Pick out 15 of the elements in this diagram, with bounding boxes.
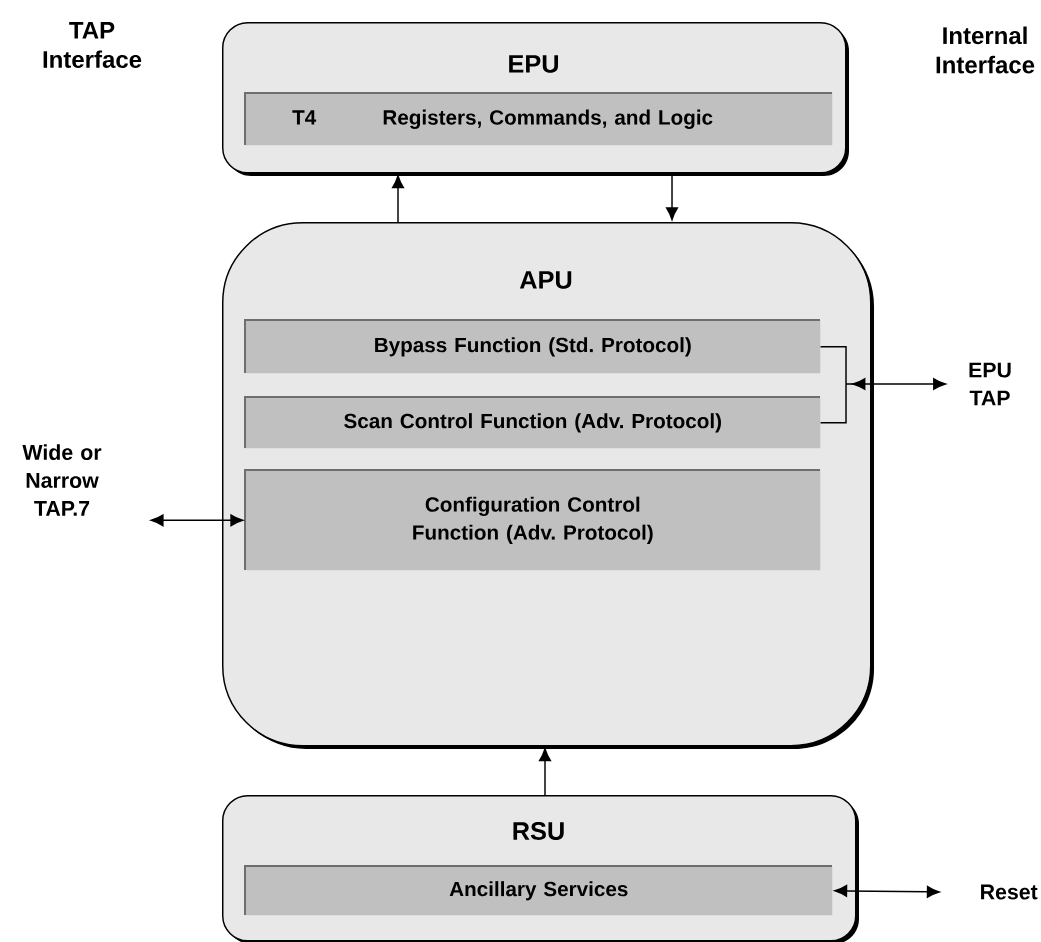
port-label: EPU TAP	[969, 362, 1011, 406]
port-label: Wide or Narrow TAP.7	[22, 444, 102, 516]
arrow	[150, 514, 244, 527]
function-box: Ancillary Services	[244, 865, 833, 916]
arrow	[539, 748, 551, 796]
arrow	[819, 346, 946, 424]
function-box: Scan Control Function (Adv. Protocol)	[244, 396, 821, 449]
function-box: Configuration Control Function (Adv. Protocol)	[244, 469, 821, 571]
function-box: Bypass Function (Std. Protocol)	[244, 319, 821, 374]
interface-heading: Internal Interface	[936, 26, 1035, 74]
port-label: Reset	[981, 884, 1038, 900]
arrow	[392, 175, 404, 223]
function-box: T4 Registers, Commands, and Logic	[244, 92, 833, 146]
interface-heading: TAP Interface	[43, 21, 142, 69]
arrow	[834, 884, 940, 898]
